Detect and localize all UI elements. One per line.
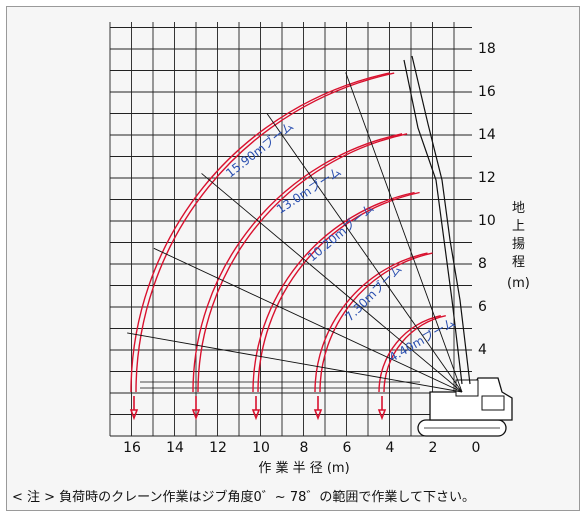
boom-curve [319, 252, 433, 393]
boom-angle-line [127, 332, 463, 393]
y-axis-unit: (m) [507, 276, 530, 291]
x-axis-title: 作 業 半 径 (m) [258, 460, 349, 476]
x-tick: 8 [300, 440, 309, 456]
x-tick: 0 [472, 440, 481, 456]
x-tick: 16 [123, 440, 141, 456]
y-tick: 10 [478, 213, 496, 229]
x-tick: 6 [343, 440, 352, 456]
y-tick: 4 [478, 342, 487, 358]
boom-curve [257, 191, 420, 393]
y-tick: 12 [478, 170, 496, 186]
boom-curve [197, 133, 408, 393]
usage-note: < 注 > 負荷時のクレーン作業はジブ角度0゛~ 78゛の範囲で作業して下さい。 [12, 490, 475, 505]
boom-label-7-30: 7.30mブーム [342, 261, 405, 324]
crane-illustration [140, 55, 513, 437]
boom-line-2 [411, 55, 471, 385]
y-axis-title-char: 揚 [512, 236, 525, 252]
hook-icon [191, 396, 201, 421]
x-tick: 4 [386, 440, 395, 456]
x-tick: 14 [166, 440, 184, 456]
boom-curve [383, 315, 446, 393]
y-axis-title-char: 上 [512, 219, 525, 234]
hook-icon [313, 396, 323, 421]
boom-label-15-90: 15.90mブーム [223, 118, 297, 180]
x-axis: 16 14 12 10 8 6 4 2 0 作 業 半 径 (m) [123, 440, 480, 476]
x-tick: 2 [429, 440, 438, 456]
boom-angle-line [345, 72, 463, 393]
boom-angle-line [266, 113, 463, 393]
boom-curves [129, 72, 446, 421]
boom-angle-lines [127, 72, 463, 393]
boom-curve [252, 191, 415, 393]
y-axis: 4 6 8 10 12 14 16 18 地 上 揚 程 (m) [478, 41, 530, 358]
y-axis-title-char: 地 [512, 201, 525, 216]
y-tick: 8 [478, 256, 487, 272]
boom-curve [130, 72, 390, 393]
boom-curve [135, 72, 395, 393]
grid [109, 22, 472, 437]
hook-icon [129, 396, 139, 421]
x-tick: 12 [209, 440, 227, 456]
boom-line-1 [403, 59, 463, 385]
y-axis-title-char: 程 [512, 255, 525, 270]
boom-curve [378, 315, 441, 393]
y-tick: 16 [478, 84, 496, 100]
hook-icon [251, 396, 261, 421]
y-tick: 14 [478, 127, 496, 143]
boom-angle-line [201, 173, 463, 393]
x-tick: 10 [252, 440, 270, 456]
hook-icon [377, 396, 387, 421]
boom-curve [192, 133, 403, 393]
y-tick: 6 [478, 299, 487, 315]
boom-angle-line [153, 247, 463, 393]
counterweight [481, 395, 505, 411]
y-tick: 18 [478, 41, 496, 57]
